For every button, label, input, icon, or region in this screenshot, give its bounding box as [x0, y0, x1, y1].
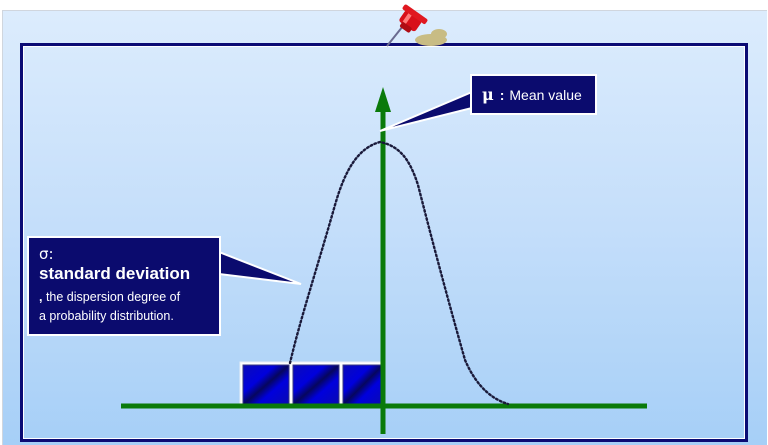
sigma-symbol: σ:: [39, 245, 54, 263]
sigma-block-2: [292, 364, 340, 406]
slide-frame: [20, 43, 748, 442]
sigma-callout: σ: standard deviation , the dispersion d…: [27, 236, 221, 336]
mean-callout: μ : Mean value: [470, 74, 597, 115]
sigma-desc-prefix: ,: [39, 290, 43, 304]
sigma-desc-line2: a probability distribution.: [39, 309, 174, 323]
sigma-block-1: [242, 364, 290, 406]
sigma-desc-line1: the dispersion degree of: [42, 290, 181, 304]
sigma-blocks: [239, 361, 386, 409]
sigma-description: , the dispersion degree of a probability…: [39, 288, 219, 326]
mean-label: Mean value: [509, 86, 582, 103]
y-axis-arrow: [375, 87, 391, 434]
mean-separator: :: [499, 86, 505, 103]
sigma-block-3: [342, 364, 384, 406]
sigma-title: standard deviation: [39, 264, 191, 283]
sigma-callout-tail: [218, 250, 302, 285]
mean-callout-tail: [379, 90, 473, 132]
bell-curve: [288, 140, 510, 406]
pushpin-icon: [386, 4, 447, 47]
mu-symbol: μ: [482, 85, 494, 104]
